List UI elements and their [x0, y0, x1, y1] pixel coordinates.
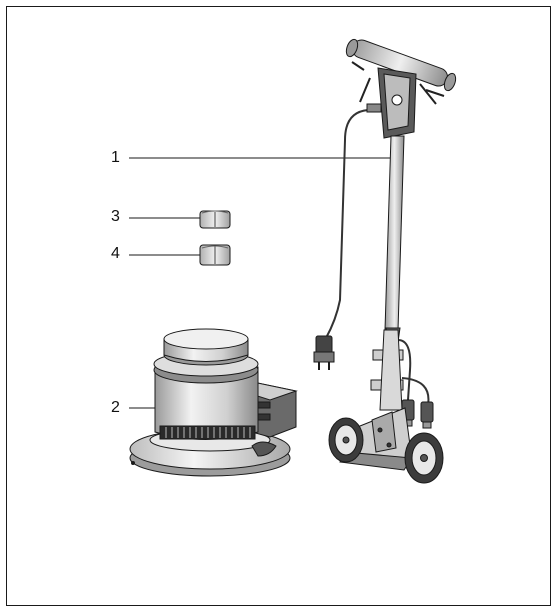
- accessory-part-3: [199, 210, 231, 229]
- handle-assembly-part-1: [313, 38, 457, 484]
- callout-label-3: 3: [111, 208, 120, 225]
- callout-label-1: 1: [111, 149, 120, 166]
- callout-label-2: 2: [111, 399, 120, 416]
- callout-label-4: 4: [111, 245, 120, 262]
- accessory-part-4: [199, 244, 231, 266]
- machine-base-part-2: [129, 328, 298, 477]
